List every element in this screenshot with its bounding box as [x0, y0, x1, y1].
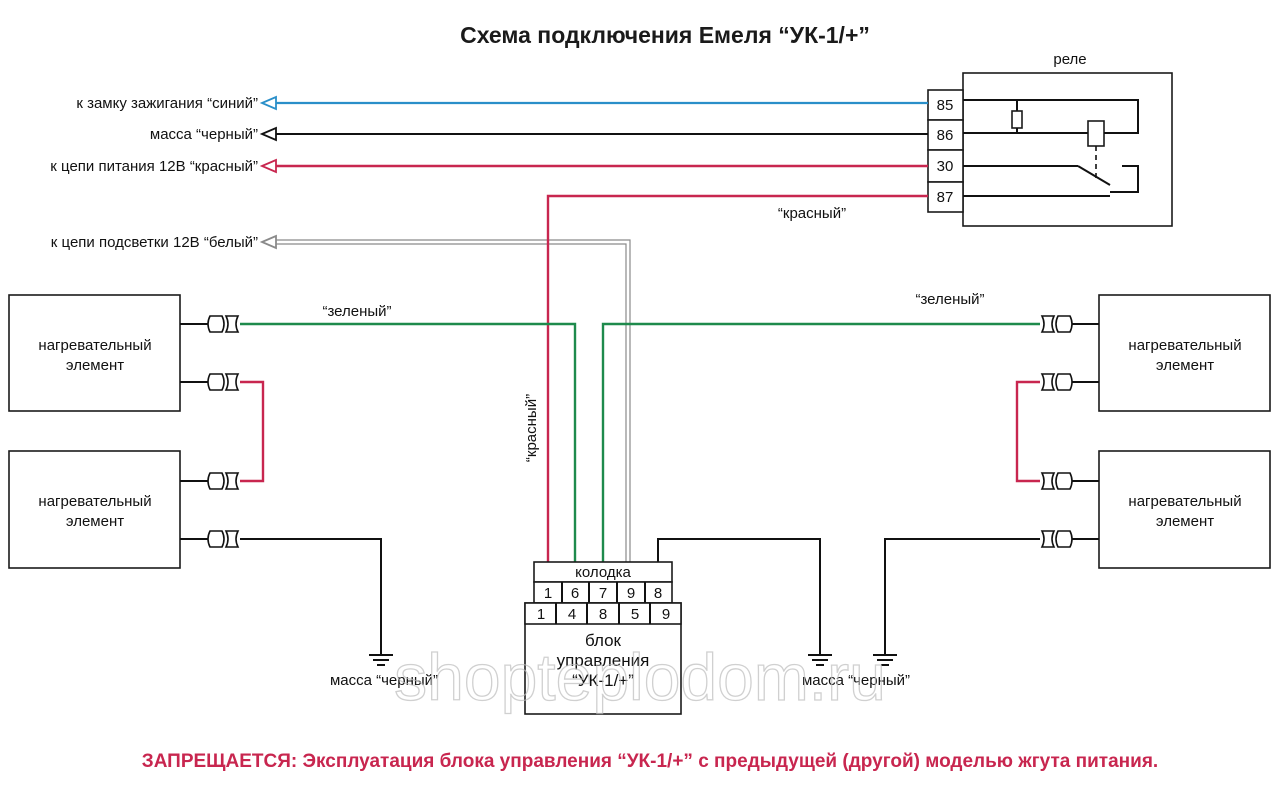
heater-left-top-line1: нагревательный: [38, 337, 151, 354]
connector-pin-8: 8: [654, 585, 662, 602]
control-pin-1: 1: [537, 606, 545, 623]
wire-label-power: к цепи питания 12В “красный”: [50, 158, 258, 175]
connector-block-label: колодка: [575, 564, 631, 581]
control-pin-8: 8: [599, 606, 607, 623]
heater-right-top-line1: нагревательный: [1128, 337, 1241, 354]
relay-pin-87: 87: [937, 189, 954, 206]
connector-pin-9: 9: [627, 585, 635, 602]
wire-jumper-right: [1015, 380, 1040, 483]
heater-right-bottom-line2: элемент: [1156, 513, 1214, 530]
relay-resistor: [1011, 110, 1023, 129]
relay-internal-circuit: [963, 99, 1139, 197]
wire-label-backlight: к цепи подсветки 12В “белый”: [51, 234, 258, 251]
wire-label-green-left: “зеленый”: [322, 303, 391, 320]
control-pin-9: 9: [662, 606, 670, 623]
connector-pin-7: 7: [599, 585, 607, 602]
relay-box: [962, 72, 1173, 227]
wire-label-red-87: “красный”: [778, 205, 846, 222]
heater-left-top-line2: элемент: [66, 357, 124, 374]
heater-right-bottom-line1: нагревательный: [1128, 493, 1241, 510]
wire-ground-unit: [657, 538, 832, 666]
relay-pin-85: 85: [937, 97, 954, 114]
relay: реле 85 86 30 87: [927, 51, 1173, 227]
wire-green-left: “зеленый”: [240, 303, 577, 562]
connector-pin-1: 1: [544, 585, 552, 602]
wire-red-87: “красный” “красный”: [523, 194, 928, 562]
relay-pin-30: 30: [937, 158, 954, 175]
wire-power-red: к цепи питания 12В “красный”: [50, 158, 928, 175]
wire-ground-black: масса “черный”: [150, 126, 928, 143]
heater-left-bottom: нагревательный элемент: [8, 450, 181, 569]
heater-right-bottom: нагревательный элемент: [1098, 450, 1271, 569]
plug-connectors-left: [207, 315, 240, 548]
wire-label-green-right: “зеленый”: [915, 291, 984, 308]
heater-left-bottom-line1: нагревательный: [38, 493, 151, 510]
wire-green-right: “зеленый”: [601, 291, 1040, 562]
control-pin-5: 5: [631, 606, 639, 623]
wire-ground-right: масса “черный”: [802, 538, 1040, 689]
wire-ground-left: масса “черный”: [240, 538, 438, 689]
diagram-title: Схема подключения Емеля “УК-1/+”: [460, 22, 870, 48]
heater-left-bottom-line2: элемент: [66, 513, 124, 530]
heater-left-top: нагревательный элемент: [8, 294, 181, 412]
plug-connectors-right: [1040, 315, 1073, 548]
wire-backlight-white: к цепи подсветки 12В “белый”: [51, 234, 631, 562]
connector-block: колодка 1 6 7 9 8: [533, 561, 673, 604]
watermark: shopteplodom.ru: [394, 640, 886, 714]
control-unit-line3: “УК-1/+”: [572, 671, 634, 690]
connector-pin-6: 6: [571, 585, 579, 602]
wire-label-ignition: к замку зажигания “синий”: [76, 95, 258, 112]
heater-leads: [180, 323, 1099, 540]
heater-right-top: нагревательный элемент: [1098, 294, 1271, 412]
control-unit-line2: управления: [557, 651, 650, 670]
relay-label: реле: [1053, 51, 1086, 68]
wire-jumper-left: [240, 380, 265, 483]
ground-label-right: масса “черный”: [802, 672, 910, 689]
wire-label-red-vertical: “красный”: [523, 394, 540, 462]
warning-text: ЗАПРЕЩАЕТСЯ: Эксплуатация блока управлен…: [142, 751, 1158, 772]
wire-ignition-blue: к замку зажигания “синий”: [76, 95, 928, 112]
control-unit-line1: блок: [585, 631, 622, 650]
control-unit: 1 4 8 5 9 блок управления “УК-1/+”: [524, 602, 682, 715]
relay-pin-86: 86: [937, 127, 954, 144]
ground-label-left: масса “черный”: [330, 672, 438, 689]
relay-coil: [1087, 120, 1105, 147]
control-pin-4: 4: [568, 606, 576, 623]
heater-right-top-line2: элемент: [1156, 357, 1214, 374]
wire-label-ground: масса “черный”: [150, 126, 258, 143]
